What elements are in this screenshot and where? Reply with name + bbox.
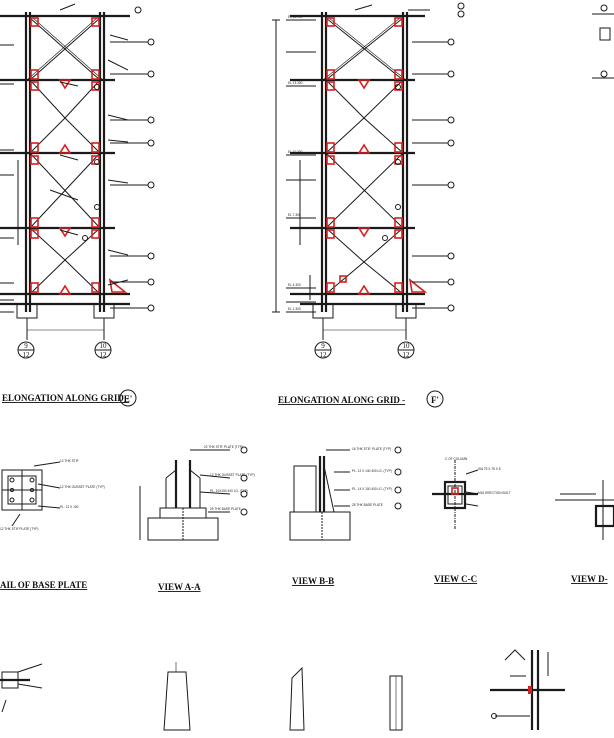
svg-text:12 THK STIF PLATE (TYP): 12 THK STIF PLATE (TYP) [0, 527, 39, 531]
svg-text:ELONGATION ALONG GRID -: ELONGATION ALONG GRID - [278, 395, 405, 405]
detail-bottom-2 [163, 662, 191, 731]
grid-bubble-f-left: 9 12 [314, 341, 332, 359]
svg-text:PL. 10X150 400 LG. (TYP): PL. 10X150 400 LG. (TYP) [210, 489, 248, 493]
detail-bottom-4 [389, 675, 403, 731]
svg-text:EL 13.300: EL 13.300 [288, 81, 303, 85]
svg-text:9: 9 [24, 342, 28, 350]
svg-text:10: 10 [403, 342, 411, 350]
svg-text:10: 10 [100, 342, 108, 350]
detail-bottom-5 [490, 649, 565, 730]
svg-text:EL 1.300: EL 1.300 [288, 307, 301, 311]
detail-view-aa: 22 THK STIF. PLATE (TYP) 12 THK GUSSET P… [139, 445, 255, 592]
svg-text:12: 12 [100, 351, 108, 359]
svg-text:9: 9 [321, 342, 325, 350]
svg-text:25 THK BASE PLATE: 25 THK BASE PLATE [352, 503, 383, 507]
svg-text:VIEW B-B: VIEW B-B [292, 576, 334, 586]
detail-view-bb: 16 THK STIF. PLATE (TYP) PL. 12 X 140 40… [289, 446, 402, 586]
svg-text:PL. 12 X 100: PL. 12 X 100 [60, 505, 79, 509]
svg-text:EL 10.300: EL 10.300 [288, 150, 303, 154]
svg-text:C OF COLUMN: C OF COLUMN [445, 457, 468, 461]
svg-text:EL 4.300: EL 4.300 [288, 283, 301, 287]
grid-bubble-e-left: 9 12 [17, 341, 35, 359]
svg-text:VIEW A-A: VIEW A-A [158, 582, 201, 592]
svg-text:PL. 14 X 100 400 LG. (TYP): PL. 14 X 100 400 LG. (TYP) [352, 487, 392, 491]
elevation-grid-e: 9 12 10 12 [0, 3, 155, 359]
svg-text:12 THK GUSSET PLATE (TYP): 12 THK GUSSET PLATE (TYP) [210, 473, 255, 477]
detail-view-cc: C OF COLUMN ISA 75 X 75 X 8 M16 ERECTION… [432, 457, 511, 584]
grid-bubble-f-right: 10 12 [397, 341, 415, 359]
svg-text:PL. 12 X 140 400 LG. (TYP): PL. 12 X 140 400 LG. (TYP) [352, 469, 392, 473]
svg-text:EL 16.900: EL 16.900 [288, 15, 303, 19]
svg-text:12: 12 [403, 351, 411, 359]
svg-text:16 THK STIF. PLATE (TYP): 16 THK STIF. PLATE (TYP) [352, 447, 391, 451]
detail-base-plate: 12 THK STIF 12 THK GUSSET PLATE (TYP) PL… [0, 459, 105, 590]
title-elevation-f: ELONGATION ALONG GRID - F' [278, 390, 444, 408]
svg-text:M16 ERECTION BOLT: M16 ERECTION BOLT [478, 491, 511, 495]
svg-text:12 THK STIF: 12 THK STIF [60, 459, 79, 463]
detail-view-dd: VIEW D- [555, 480, 614, 584]
svg-text:F': F' [431, 395, 439, 405]
svg-text:E': E' [124, 394, 133, 404]
svg-text:25 THK BASE PLATE: 25 THK BASE PLATE [210, 507, 241, 511]
svg-text:22 THK STIF. PLATE (TYP): 22 THK STIF. PLATE (TYP) [204, 445, 243, 449]
detail-bottom-1 [0, 663, 43, 713]
svg-text:12: 12 [320, 351, 328, 359]
level-labels-f: EL 16.900 EL 13.300 EL 10.300 EL 7.300 E… [288, 15, 303, 311]
elevation-grid-f: EL 16.900 EL 13.300 EL 10.300 EL 7.300 E… [272, 2, 465, 359]
detail-bottom-3 [289, 666, 305, 731]
title-elevation-e: ELONGATION ALONG GRID - E' [2, 389, 137, 407]
svg-text:AIL OF BASE PLATE: AIL OF BASE PLATE [0, 580, 87, 590]
svg-text:EL 7.300: EL 7.300 [288, 213, 301, 217]
svg-text:12: 12 [23, 351, 31, 359]
svg-text:VIEW D-: VIEW D- [571, 574, 608, 584]
svg-text:VIEW C-C: VIEW C-C [434, 574, 477, 584]
svg-text:ISA 75 X 75 X 8: ISA 75 X 75 X 8 [478, 467, 501, 471]
svg-text:12 THK GUSSET PLATE (TYP): 12 THK GUSSET PLATE (TYP) [60, 485, 105, 489]
grid-bubble-e-right: 10 12 [94, 341, 112, 359]
partial-detail-right-edge [592, 4, 614, 79]
svg-text:ELONGATION ALONG GRID -: ELONGATION ALONG GRID - [2, 393, 129, 403]
